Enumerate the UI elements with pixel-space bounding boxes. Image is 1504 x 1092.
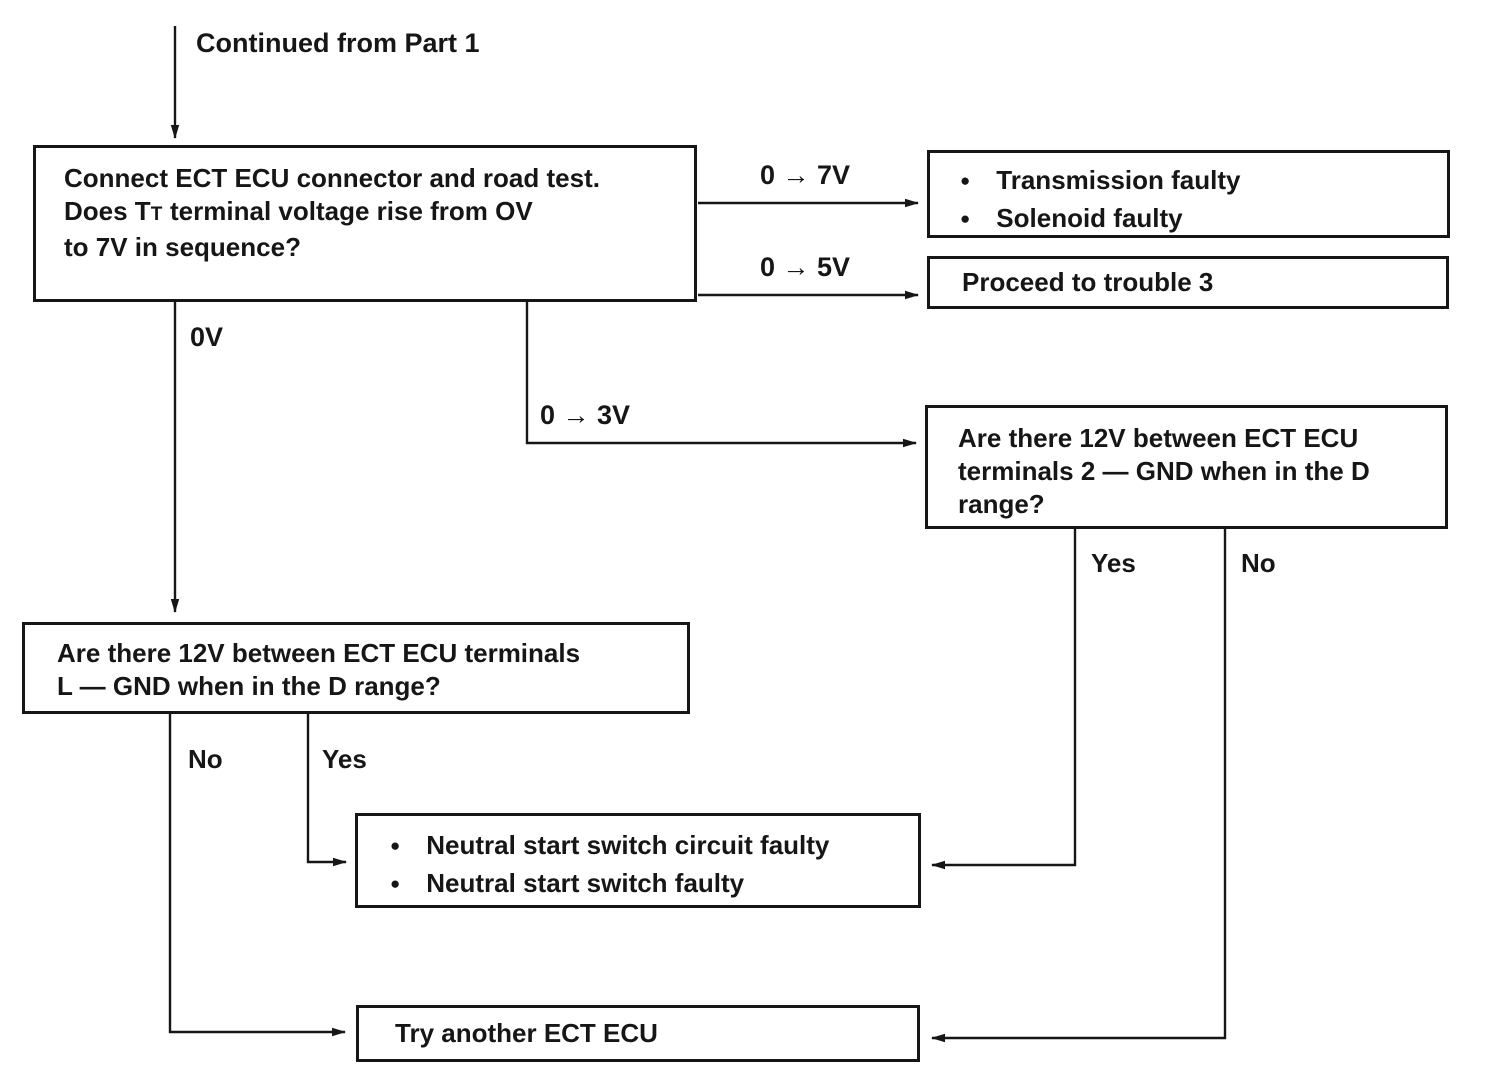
result-text: Solenoid faulty — [996, 203, 1183, 233]
result-text: Neutral start switch faulty — [426, 868, 745, 898]
branch-label-no-left: No — [188, 744, 223, 774]
node-proceed-to-trouble-3: Proceed to trouble 3 — [927, 256, 1449, 309]
node-road-test-question: Connect ECT ECU connector and road test.… — [33, 145, 697, 302]
terminalL-line1: Are there 12V between ECT ECU terminals — [57, 638, 581, 668]
node-neutral-start-switch-faulty: ● Neutral start switch circuit faulty ● … — [355, 813, 921, 908]
edge-yes-right — [931, 529, 1077, 870]
edge-label-0-7v: 0 → 7V — [760, 160, 851, 190]
node-terminalL-gnd-question: Are there 12V between ECT ECU terminals … — [22, 622, 690, 714]
branch-label-yes-left: Yes — [322, 744, 367, 774]
tt-terminal-subscript: T — [150, 204, 163, 225]
result-item: ● Solenoid faulty — [960, 201, 1437, 239]
branch-label-yes-right: Yes — [1091, 548, 1136, 578]
result-text: Transmission faulty — [996, 165, 1241, 195]
branch-label-no-right: No — [1241, 548, 1276, 578]
node-transmission-solenoid-faulty: ● Transmission faulty ● Solenoid faulty — [927, 150, 1450, 238]
result-text: Neutral start switch circuit faulty — [426, 830, 830, 860]
result-item: ● Neutral start switch faulty — [390, 866, 908, 904]
terminal2-line1: Are there 12V between ECT ECU — [958, 423, 1359, 453]
edge-no-right — [931, 529, 1227, 1043]
result-text: Proceed to trouble 3 — [962, 267, 1214, 297]
result-item: ● Transmission faulty — [960, 163, 1437, 201]
road-test-line1: Connect ECT ECU connector and road test. — [64, 163, 600, 193]
edge-label-0-5v: 0 → 5V — [760, 252, 851, 282]
bullet-icon: ● — [960, 171, 971, 190]
node-try-another-ect-ecu: Try another ECT ECU — [356, 1005, 920, 1062]
bullet-icon: ● — [960, 209, 971, 228]
road-test-line2: Does TT terminal voltage rise from OV — [64, 196, 533, 226]
edge-yes-left — [306, 714, 347, 867]
result-text: Try another ECT ECU — [395, 1018, 658, 1048]
bullet-icon: ● — [390, 874, 401, 893]
terminal2-line2: terminals 2 — GND when in the D — [958, 456, 1370, 486]
edge-no-left — [168, 714, 346, 1037]
result-item: ● Neutral start switch circuit faulty — [390, 828, 908, 866]
road-test-line3: to 7V in sequence? — [64, 232, 301, 262]
continued-from-label: Continued from Part 1 — [196, 28, 480, 58]
node-terminal2-gnd-question: Are there 12V between ECT ECU terminals … — [925, 405, 1448, 529]
terminal2-line3: range? — [958, 489, 1045, 519]
edge-0-3v — [525, 302, 917, 448]
bullet-icon: ● — [390, 836, 401, 855]
terminalL-line2: L — GND when in the D range? — [57, 671, 441, 701]
edge-label-0-3v: 0 → 3V — [540, 400, 631, 430]
edge-label-0v: 0V — [190, 322, 224, 352]
